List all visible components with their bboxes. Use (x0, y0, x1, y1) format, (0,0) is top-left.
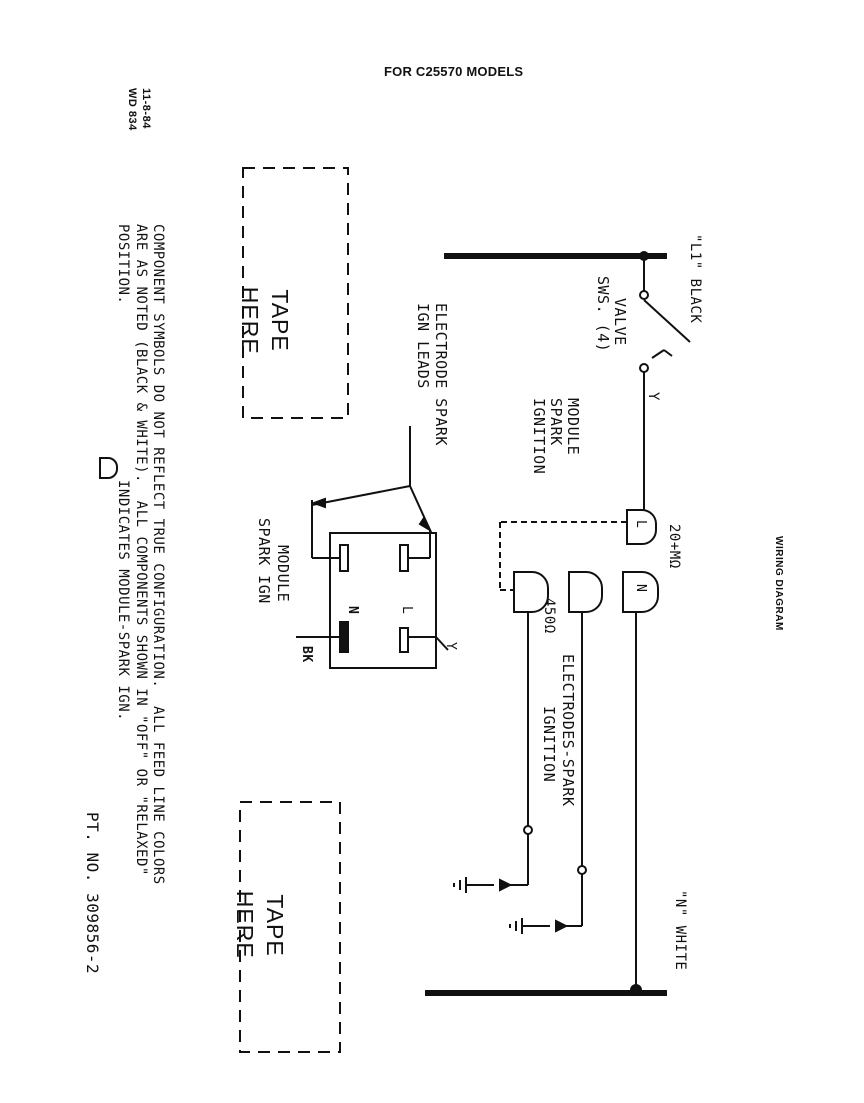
valve-label: VALVE (611, 298, 629, 346)
valve-switch-contact-2 (639, 363, 649, 373)
valve-switch-count: SWS. (4) (594, 276, 612, 353)
module-terminal-l (626, 509, 657, 545)
module-spark-ign-label-2: SPARK IGN (255, 518, 273, 604)
module-spark-ign-label-1: MODULE (274, 545, 292, 603)
ground-icon-1 (453, 877, 494, 893)
terminal-l-label: L (633, 520, 648, 529)
electrodes-label-1: ELECTRODES-SPARK (559, 654, 577, 807)
module-spark-ign-block (329, 532, 437, 669)
page-title: FOR C25570 MODELS (384, 64, 524, 79)
n-label: "N" WHITE (672, 890, 688, 971)
notes-line-1: COMPONENT SYMBOLS DO NOT REFLECT TRUE CO… (150, 224, 166, 885)
module-label-2: SPARK (547, 398, 565, 446)
notes-line-2: ARE AS NOTED (BLACK & WHITE). ALL COMPON… (133, 224, 149, 876)
tape-box-2 (239, 801, 341, 1053)
electrode-leads-label-1: ELECTRODE SPARK (432, 303, 450, 446)
module-pin-n (339, 621, 349, 653)
module-pin-2 (399, 544, 409, 572)
tape-box-2-line2: HERE (232, 890, 258, 959)
n-junction (630, 984, 642, 996)
module-pin-l (399, 627, 409, 653)
resistance-l-label: 20+MΩ (666, 524, 682, 569)
electrodes-label-2: IGNITION (540, 706, 558, 783)
module-pin-1 (339, 544, 349, 572)
pin-n-label: N (345, 606, 360, 615)
module-label-3: IGNITION (530, 398, 548, 475)
ground-icon-2 (509, 918, 550, 934)
electrode-2 (577, 865, 587, 875)
notes-line-3b: INDICATES MODULE-SPARK IGN. (115, 480, 131, 722)
pin-l-label: L (399, 606, 414, 615)
spark-terminal-1 (513, 571, 549, 613)
wire-bk-label: BK (299, 646, 314, 663)
wire-y2-label: Y (443, 642, 458, 651)
notes-line-3a: POSITION. (115, 224, 131, 305)
tape-box-1-line2: HERE (237, 286, 263, 355)
module-terminal-n (622, 571, 659, 613)
tape-box-2-text-2: HERE (230, 876, 290, 959)
valve-switch-contact-1 (639, 290, 649, 300)
valve-switch-arm (643, 299, 691, 343)
terminal-n-label: N (633, 584, 648, 593)
module-label-1: MODULE (564, 398, 582, 456)
resistance-spark-label: 450Ω (541, 598, 557, 634)
electrode-1 (523, 825, 533, 835)
electrode-leads-label-2: IGN LEADS (414, 303, 432, 389)
spark-terminal-2 (568, 571, 603, 613)
l1-label: "L1" BLACK (687, 234, 703, 324)
tape-box-1 (242, 167, 349, 419)
wire-y-label: Y (645, 392, 661, 401)
part-number: PT. NO. 309856-2 (83, 812, 102, 975)
module-symbol-icon (99, 457, 118, 479)
tape-box-1-text-2: HERE (235, 272, 295, 355)
